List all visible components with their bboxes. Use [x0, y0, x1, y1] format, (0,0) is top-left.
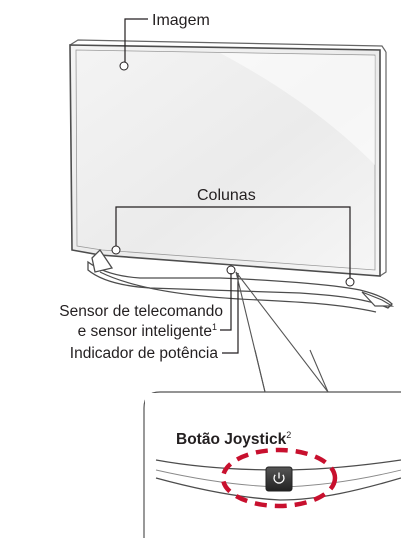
- remote-sensor-footnote: 1: [212, 322, 217, 332]
- joystick-highlight-ellipse: [220, 447, 338, 509]
- power-icon: [273, 472, 285, 484]
- tv-right-edge: [379, 52, 387, 277]
- speakers-bracket: [115, 206, 351, 282]
- power-indicator-label: Indicador de potência: [70, 345, 219, 362]
- screen-label: Imagem: [152, 12, 210, 29]
- joystick-footnote: 2: [286, 430, 291, 440]
- stand-base: [99, 271, 377, 313]
- joystick-title: Botão Joystick2: [176, 430, 291, 448]
- screen-leader-line: [124, 18, 148, 66]
- power-indicator-leader-line: [222, 273, 239, 354]
- remote-sensor-label-line1: Sensor de telecomando: [59, 303, 223, 320]
- screen-dot: [119, 61, 129, 71]
- tv-bezel: [75, 49, 376, 271]
- stand-right-foot: [361, 291, 395, 307]
- sensor-leader-line: [220, 273, 232, 331]
- speaker-right-dot: [345, 277, 355, 287]
- stand-left-foot: [91, 248, 114, 273]
- speaker-left-dot: [111, 245, 121, 255]
- zoom-line-right: [235, 271, 329, 393]
- speakers-label: Colunas: [197, 187, 256, 204]
- screen-reflection: [220, 53, 375, 165]
- sensor-dot: [226, 265, 236, 275]
- joystick-power-button[interactable]: [265, 466, 293, 492]
- zoom-stand-bottom: [155, 477, 401, 501]
- remote-sensor-label-line2: e sensor inteligente1: [78, 322, 217, 340]
- tv-top-edge: [69, 39, 387, 53]
- tv-stand: [87, 260, 393, 309]
